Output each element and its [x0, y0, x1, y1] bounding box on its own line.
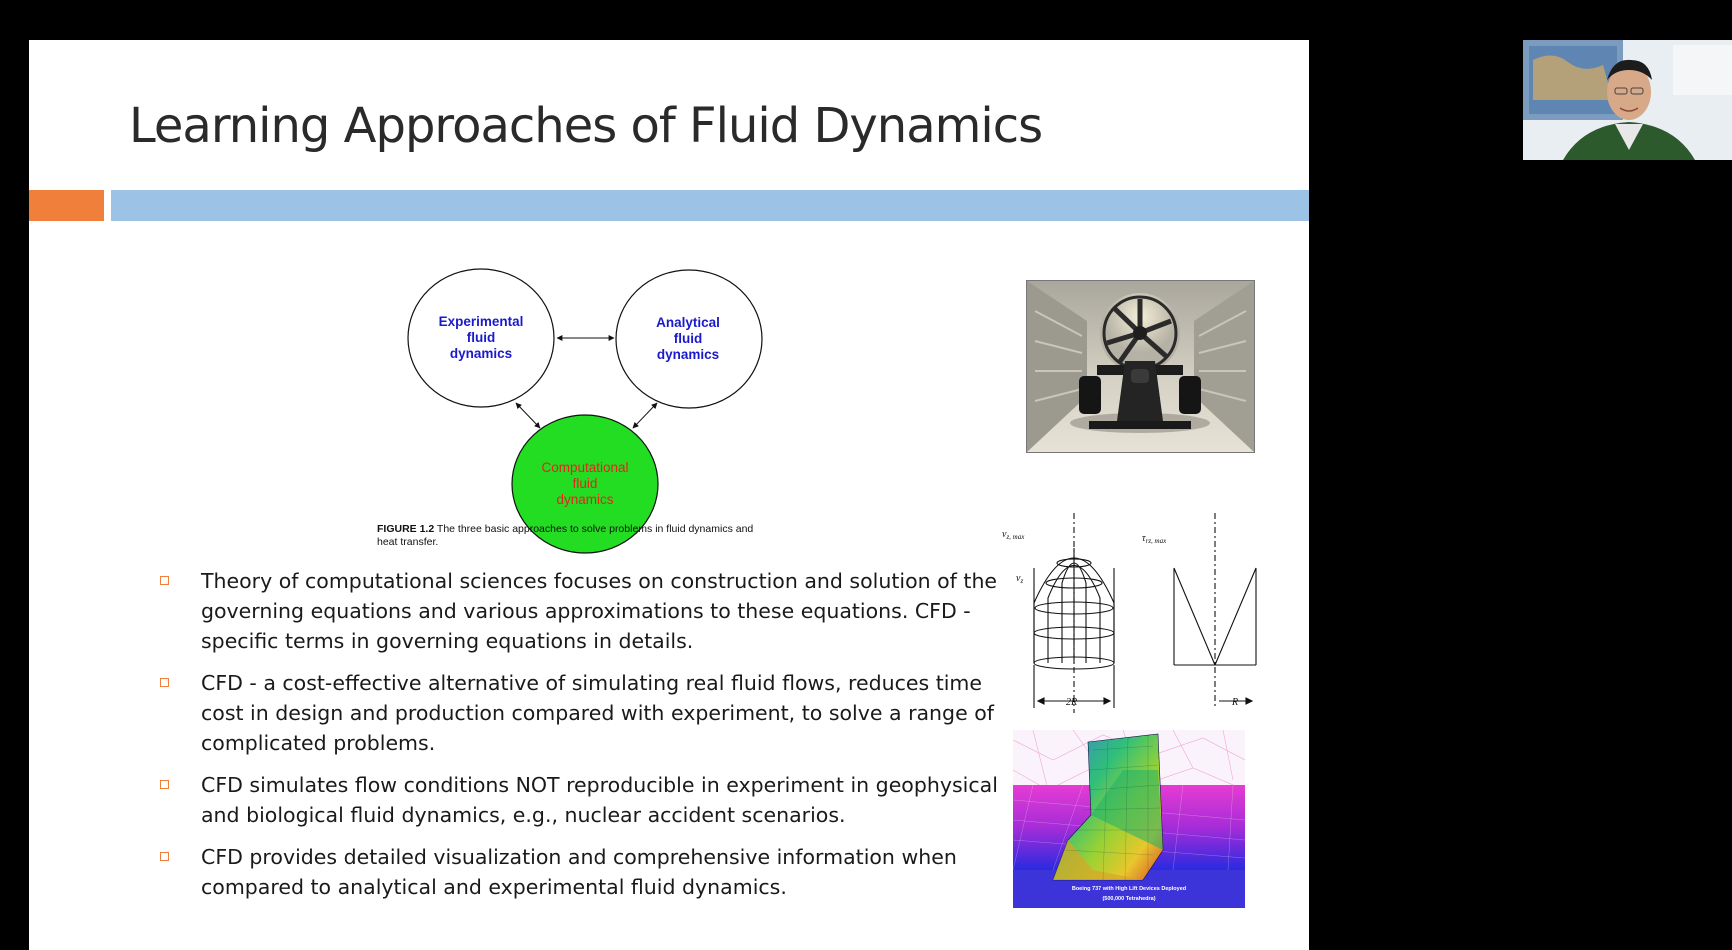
- experimental-circle: [407, 268, 555, 408]
- bullet-text: CFD simulates flow conditions NOT reprod…: [201, 773, 998, 827]
- two-r-label: 2R: [1066, 697, 1077, 708]
- vz-label: v: [1016, 573, 1021, 584]
- analytical-label-1: Analytical: [656, 315, 720, 330]
- taumax-sub: rz, max: [1146, 537, 1168, 545]
- mesh-caption-line-2: (500,000 Tetrahedra): [1102, 896, 1155, 902]
- r-label: R: [1231, 697, 1238, 708]
- bullet-square-icon: [160, 678, 169, 687]
- svg-text:vz, max: vz, max: [1002, 529, 1025, 541]
- approaches-diagram: Experimental fluid dynamics Analytical f…: [407, 268, 763, 554]
- bullet-square-icon: [160, 852, 169, 861]
- figure-caption: FIGURE 1.2 The three basic approaches to…: [377, 523, 757, 549]
- experimental-label-3: dynamics: [450, 346, 512, 361]
- title-accent-blue-bar: [111, 190, 1309, 221]
- computational-label-3: dynamics: [556, 492, 613, 507]
- svg-text:vz: vz: [1016, 573, 1023, 585]
- vz-sub: z: [1019, 577, 1023, 585]
- wind-tunnel-car-photo: [1026, 280, 1255, 453]
- bullet-item: CFD provides detailed visualization and …: [129, 842, 1019, 902]
- slide: Learning Approaches of Fluid Dynamics Ex…: [29, 40, 1309, 950]
- bullet-item: Theory of computational sciences focuses…: [129, 566, 1019, 656]
- bullet-item: CFD simulates flow conditions NOT reprod…: [129, 770, 1019, 830]
- analytical-label-2: fluid: [674, 331, 703, 346]
- computational-label-2: fluid: [573, 476, 598, 491]
- svg-text:τrz, max: τrz, max: [1142, 533, 1167, 545]
- presenter-webcam-feed[interactable]: [1523, 40, 1732, 160]
- computational-label-1: Computational: [541, 460, 628, 475]
- computational-circle: [511, 414, 659, 554]
- figure-caption-text: The three basic approaches to solve prob…: [377, 523, 754, 548]
- bullet-text: CFD provides detailed visualization and …: [201, 845, 957, 899]
- cfd-mesh-image: Boeing 737 with High Lift Devices Deploy…: [1013, 730, 1245, 908]
- mesh-caption-line-1: Boeing 737 with High Lift Devices Deploy…: [1072, 886, 1186, 892]
- bullet-list: Theory of computational sciences focuses…: [129, 566, 1019, 914]
- double-arrow-icon: [515, 402, 541, 429]
- vmax-sub: z, max: [1005, 533, 1025, 541]
- title-accent-orange-bar: [29, 190, 104, 221]
- double-arrow-icon: [632, 402, 658, 429]
- velocity-shear-profile-diagram: vz, max vz τrz, max 2R R: [1002, 513, 1257, 713]
- bullet-square-icon: [160, 780, 169, 789]
- experimental-label-2: fluid: [467, 330, 496, 345]
- vmax-label: v: [1002, 529, 1007, 540]
- slide-title: Learning Approaches of Fluid Dynamics: [129, 98, 1043, 154]
- figure-caption-label: FIGURE 1.2: [377, 523, 435, 535]
- taumax-label: τ: [1142, 533, 1146, 544]
- analytical-label-3: dynamics: [657, 347, 719, 362]
- analytical-circle: [615, 269, 763, 409]
- bullet-text: Theory of computational sciences focuses…: [201, 569, 998, 653]
- bullet-text: CFD - a cost-effective alternative of si…: [201, 671, 994, 755]
- bullet-item: CFD - a cost-effective alternative of si…: [129, 668, 1019, 758]
- experimental-label-1: Experimental: [439, 314, 524, 329]
- bullet-square-icon: [160, 576, 169, 585]
